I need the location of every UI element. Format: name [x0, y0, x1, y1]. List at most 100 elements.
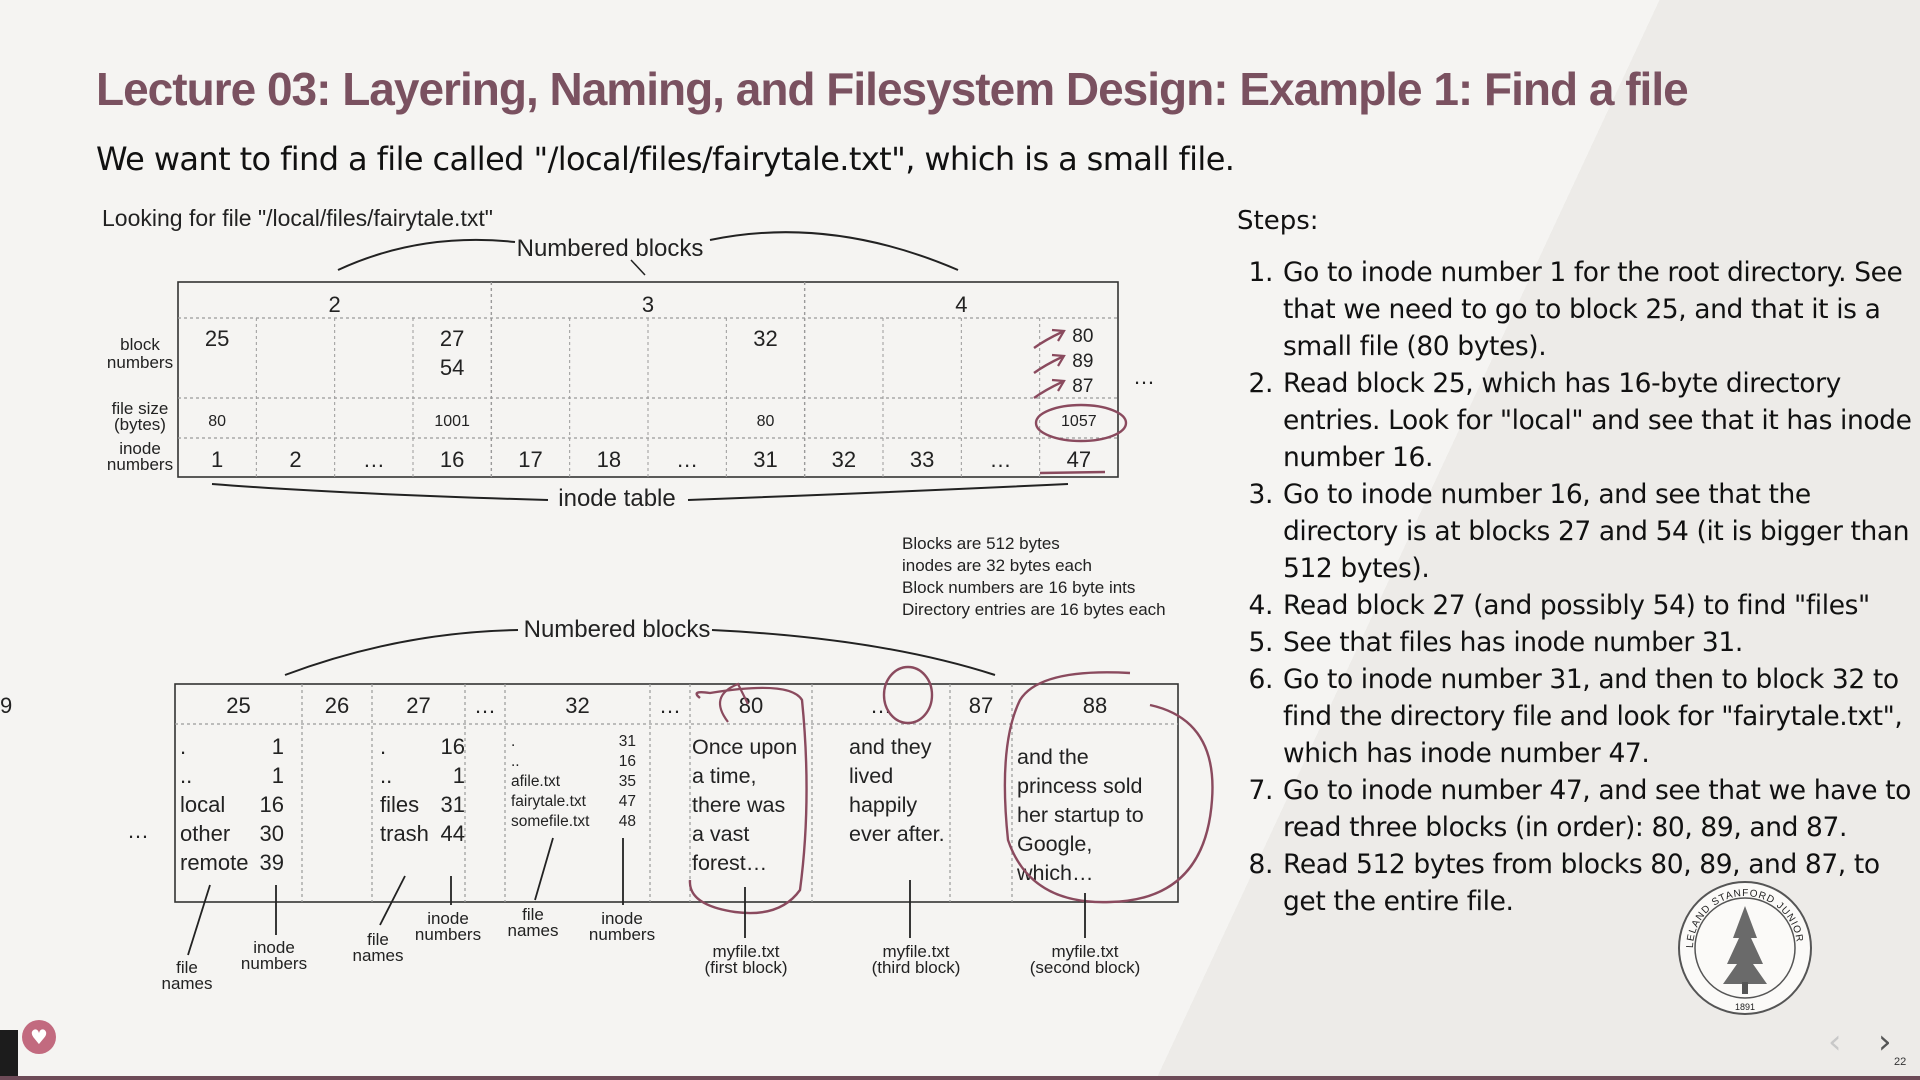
step-item: Go to inode number 31, and then to block…	[1281, 661, 1920, 772]
inode-file-size: 1057	[1061, 413, 1097, 430]
file-block-text: princess sold	[1017, 774, 1142, 798]
blocks-frame	[174, 683, 1179, 903]
dir-entry-name: fairytale.txt	[511, 793, 587, 810]
stanford-seal-logo: LELAND STANFORD JUNIOR UNIVERSITY 1891	[1675, 878, 1812, 1015]
numbered-blocks-brace-left	[284, 629, 519, 676]
inode-number-cell: 33	[910, 447, 934, 472]
block-header: 88	[1083, 693, 1107, 718]
block-header: 80	[739, 693, 763, 718]
annotation-pointer	[379, 875, 406, 926]
page-title: Lecture 03: Layering, Naming, and Filesy…	[96, 63, 1689, 115]
next-slide-button[interactable]: ›	[1878, 1022, 1892, 1062]
inode-block-header: 2	[329, 292, 341, 317]
inode-block-header: 3	[642, 292, 654, 317]
block-header: …	[870, 693, 892, 718]
annotation-label: names	[507, 921, 558, 940]
row-label-block-numbers: numbers	[107, 353, 173, 372]
annotation-pointer	[534, 837, 554, 901]
annotation-label: file	[522, 905, 544, 924]
dir-entry-name: trash	[380, 821, 429, 846]
step-item: Read block 25, which has 16-byte directo…	[1281, 365, 1920, 476]
inode-number-cell: 17	[518, 447, 542, 472]
dir-entry-name: somefile.txt	[511, 813, 590, 830]
steps-list: Go to inode number 1 for the root direct…	[1237, 254, 1920, 920]
handwritten-arrow	[1033, 380, 1063, 399]
row-label-inode-numbers: inode	[119, 439, 161, 458]
inode-number-cell: 2	[289, 447, 301, 472]
step-item: Go to inode number 47, and see that we h…	[1281, 772, 1920, 846]
file-block-text: forest…	[692, 851, 767, 875]
handwritten-arrowhead	[1051, 353, 1066, 367]
dir-entry-name: ..	[511, 753, 520, 770]
numbered-blocks-label-bottom: Numbered blocks	[524, 616, 711, 643]
dir-entry-name: .	[380, 734, 386, 759]
file-block-text: lived	[849, 764, 893, 788]
inode-number-cell: …	[990, 447, 1012, 472]
previous-slide-button[interactable]: ‹	[1828, 1022, 1842, 1062]
inode-number-cell: 1	[211, 447, 223, 472]
file-block-text: happily	[849, 793, 917, 817]
inode-block-pointer: 89	[1072, 351, 1093, 372]
step-item: Read block 27 (and possibly 54) to find …	[1281, 587, 1920, 624]
dir-entry-name: remote	[180, 850, 248, 875]
annotation-label: myfile.txt	[882, 942, 949, 961]
dir-entry-inode: 44	[441, 821, 465, 846]
dir-entry-inode: 16	[619, 753, 636, 770]
inode-block-pointer: 25	[205, 326, 229, 351]
inode-number-cell: 18	[597, 447, 621, 472]
handwritten-circle-block-89	[1003, 671, 1214, 904]
block-header: 89	[0, 693, 12, 718]
dir-entry-inode: 16	[441, 734, 465, 759]
annotation-label: inode	[253, 938, 295, 957]
row-label-inode-numbers: numbers	[107, 455, 173, 474]
looking-for-label: Looking for file "/local/files/fairytale…	[102, 205, 493, 231]
file-block-text: which…	[1016, 861, 1093, 885]
page-subtitle: We want to find a file called "/local/fi…	[96, 140, 1235, 178]
row-label-block-numbers: block	[120, 335, 160, 354]
dir-entry-name: ..	[380, 763, 392, 788]
inode-number-cell: …	[363, 447, 385, 472]
file-block-text: and the	[1017, 745, 1089, 769]
inode-number-cell: …	[676, 447, 698, 472]
inode-table-label: inode table	[558, 485, 675, 512]
dir-entry-inode: 47	[619, 793, 636, 810]
blocks-ellipsis: …	[127, 818, 149, 843]
block-header: 87	[969, 693, 993, 718]
like-button[interactable]: ♥	[22, 1020, 56, 1054]
progress-bar	[0, 1076, 1920, 1080]
dir-entry-inode: 1	[272, 734, 284, 759]
dir-entry-inode: 16	[260, 792, 284, 817]
dir-entry-name: afile.txt	[511, 773, 561, 790]
inode-block-pointer: 32	[753, 326, 777, 351]
inode-file-size: 80	[208, 413, 226, 430]
annotation-label: names	[161, 974, 212, 993]
dir-entry-name: ..	[180, 763, 192, 788]
block-header: …	[474, 693, 496, 718]
annotation-label: inode	[427, 909, 469, 928]
handwritten-circle	[1034, 403, 1128, 443]
annotation-label: (second block)	[1030, 958, 1141, 977]
dir-entry-inode: 48	[619, 813, 636, 830]
dir-entry-inode: 35	[619, 773, 636, 790]
dir-entry-inode: 30	[260, 821, 284, 846]
numbered-blocks-brace-left	[337, 238, 516, 271]
numbered-blocks-brace-right	[709, 231, 959, 271]
inode-block-pointer: 80	[1072, 326, 1093, 347]
annotation-label: numbers	[589, 925, 655, 944]
handwritten-arrow	[1033, 355, 1063, 374]
inode-table-brace-right	[687, 483, 1069, 501]
file-block-text: her startup to	[1017, 803, 1144, 827]
diagram-fact: inodes are 32 bytes each	[902, 556, 1092, 575]
annotation-label: myfile.txt	[1051, 942, 1118, 961]
annotation-label: inode	[601, 909, 643, 928]
file-block-text: Once upon	[692, 735, 797, 759]
numbered-blocks-label-top: Numbered blocks	[517, 235, 704, 262]
handwritten-arrowhead	[1051, 328, 1066, 342]
inode-block-pointer: 87	[1072, 376, 1093, 397]
annotation-label: (third block)	[872, 958, 961, 977]
page-number: 22	[1894, 1056, 1907, 1068]
annotation-label: file	[176, 958, 198, 977]
handwritten-circle-block-87	[882, 665, 934, 725]
block-header: 27	[406, 693, 430, 718]
